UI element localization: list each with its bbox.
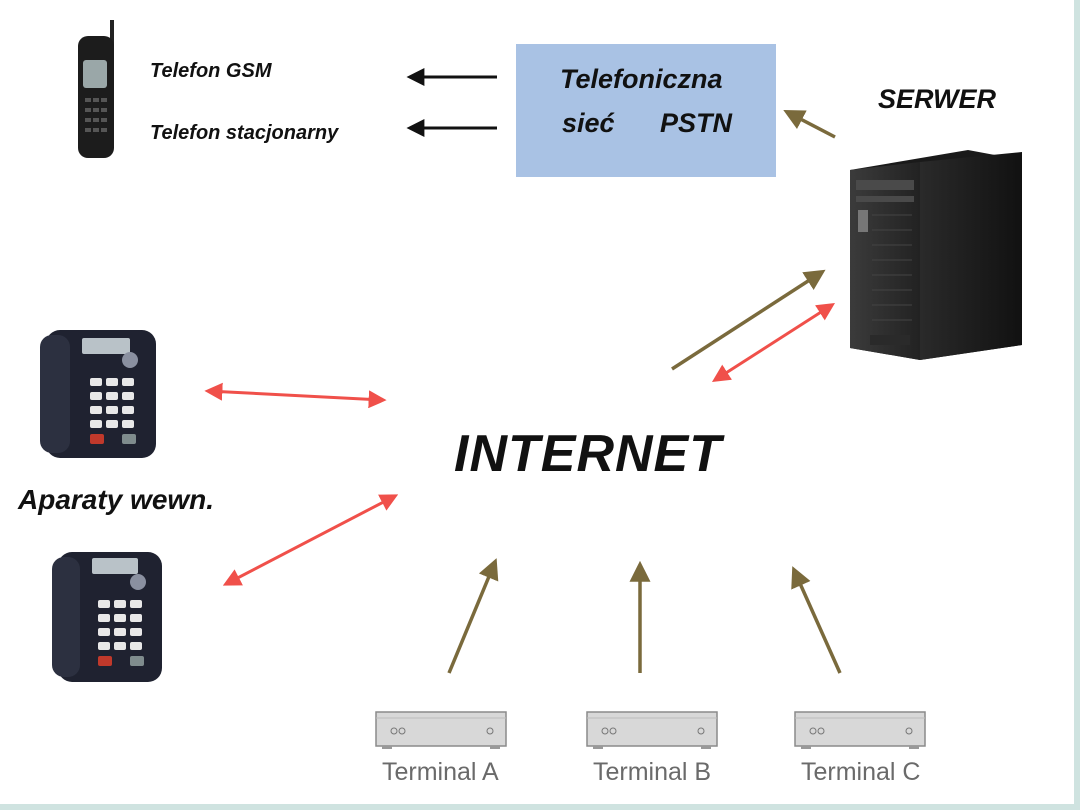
landline-phone-label: Telefon stacjonarny xyxy=(150,122,339,144)
arrow-terminal-a-internet xyxy=(447,558,499,674)
mobile-phone-icon xyxy=(78,20,114,158)
pstn-label-line2a: sieć xyxy=(562,108,615,138)
arrow-terminal-c-internet xyxy=(791,566,842,674)
arrow-internet-server-bidirectional xyxy=(711,303,836,382)
internal-phones-label: Aparaty wewn. xyxy=(18,484,215,515)
terminal-a-label: Terminal A xyxy=(382,758,499,786)
server-label: SERWER xyxy=(878,84,997,114)
terminal-c-label: Terminal C xyxy=(801,758,921,786)
desk-phone-icon xyxy=(40,330,156,458)
arrow-server-to-pstn xyxy=(783,110,836,139)
pstn-label-line2b: PSTN xyxy=(660,108,733,138)
terminal-device-icon xyxy=(375,711,507,749)
internet-label: INTERNET xyxy=(454,425,722,483)
pstn-network-box xyxy=(516,44,776,177)
pstn-label-line1: Telefoniczna xyxy=(560,64,723,94)
server-tower-icon xyxy=(850,150,1022,360)
arrow-phone1-internet xyxy=(204,382,387,409)
arrow-internet-to-server xyxy=(671,269,826,371)
terminal-device-icon xyxy=(586,711,718,749)
desk-phone-icon xyxy=(52,552,162,682)
terminal-b-label: Terminal B xyxy=(593,758,712,786)
terminal-device-icon xyxy=(794,711,926,749)
arrow-phone2-internet xyxy=(222,494,399,586)
gsm-phone-label: Telefon GSM xyxy=(150,60,272,82)
